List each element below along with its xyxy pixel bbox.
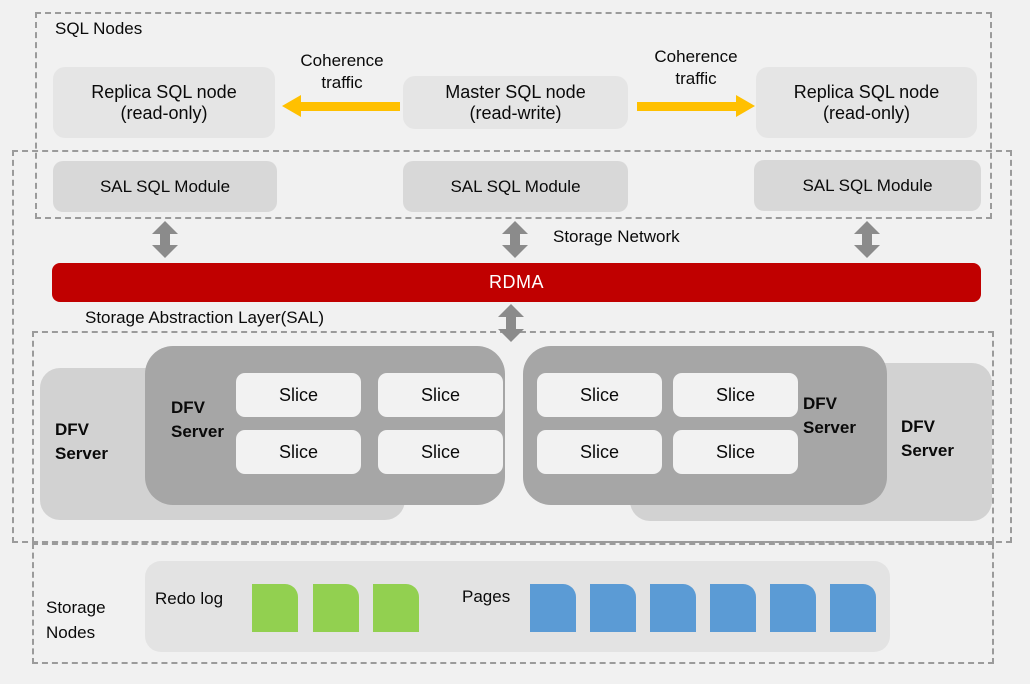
replica-right-subtitle: (read-only) xyxy=(822,102,911,123)
slice-label: Slice xyxy=(420,441,460,462)
slice-box: Slice xyxy=(673,430,798,474)
rdma-bar: RDMA xyxy=(52,263,981,302)
dfv-server-label: DFV Server xyxy=(803,394,856,437)
redo-log-block xyxy=(373,584,419,632)
dfv-server-dark-left: DFV Server Slice Slice Slice Slice xyxy=(145,346,505,505)
dfv-server-light-right-label: DFV Server xyxy=(901,417,954,460)
arrowhead-down xyxy=(152,245,178,258)
arrowhead-left xyxy=(282,95,301,117)
page-block xyxy=(530,584,576,632)
double-arrow-icon-rdma-dfv xyxy=(498,304,524,342)
arrow-shaft xyxy=(160,234,170,245)
slice-box: Slice xyxy=(378,373,503,417)
master-subtitle: (read-write) xyxy=(469,102,562,123)
slice-box: Slice xyxy=(537,430,662,474)
arrowhead-down xyxy=(502,245,528,258)
sql-nodes-group-label: SQL Nodes xyxy=(55,19,143,38)
page-block xyxy=(710,584,756,632)
page-block xyxy=(650,584,696,632)
storage-network-label: Storage Network xyxy=(553,227,680,246)
sql-nodes-group-outline xyxy=(35,12,992,219)
sal-layer-label: Storage Abstraction Layer(SAL) xyxy=(85,308,325,327)
coherence-traffic-label-right: Coherence traffic xyxy=(654,47,738,88)
page-block xyxy=(590,584,636,632)
arrowhead-down xyxy=(498,329,524,342)
slice-label: Slice xyxy=(420,384,460,405)
redo-log-block xyxy=(252,584,298,632)
dfv-server-light-left-label: DFV Server xyxy=(55,420,108,463)
master-sql-node: Master SQL node (read-write) xyxy=(403,76,628,129)
arrowhead-up xyxy=(152,221,178,234)
sal-module-label: SAL SQL Module xyxy=(802,175,933,195)
pages-label: Pages xyxy=(462,587,511,606)
slice-label: Slice xyxy=(715,441,755,462)
arrow-shaft xyxy=(862,234,872,245)
storage-nodes-group-outline xyxy=(32,543,994,664)
arrow-shaft xyxy=(301,101,400,111)
slice-box: Slice xyxy=(236,430,361,474)
double-arrow-icon-right xyxy=(854,221,880,258)
replica-right-title: Replica SQL node xyxy=(793,81,940,102)
slice-box: Slice xyxy=(673,373,798,417)
storage-nodes-label: Storage Nodes xyxy=(46,598,106,642)
redo-log-block xyxy=(313,584,359,632)
master-title: Master SQL node xyxy=(445,81,586,102)
dfv-server-label: DFV Server xyxy=(171,398,224,441)
double-arrow-icon-left xyxy=(152,221,178,258)
rdma-label: RDMA xyxy=(489,272,544,292)
redo-log-label: Redo log xyxy=(155,589,224,608)
slice-label: Slice xyxy=(278,384,318,405)
arrowhead-right xyxy=(736,95,755,117)
arrow-shaft xyxy=(506,317,516,329)
slice-label: Slice xyxy=(579,384,619,405)
sal-sql-module-left: SAL SQL Module xyxy=(53,161,277,212)
replica-left-subtitle: (read-only) xyxy=(120,102,208,123)
arrowhead-down xyxy=(854,245,880,258)
replica-sql-node-left: Replica SQL node (read-only) xyxy=(53,67,275,138)
arrowhead-up xyxy=(854,221,880,234)
sal-module-label: SAL SQL Module xyxy=(450,176,581,196)
sal-module-label: SAL SQL Module xyxy=(99,176,231,196)
sal-sql-module-middle: SAL SQL Module xyxy=(403,161,628,212)
slice-box: Slice xyxy=(378,430,503,474)
replica-sql-node-right: Replica SQL node (read-only) xyxy=(756,67,977,138)
slice-box: Slice xyxy=(236,373,361,417)
slice-label: Slice xyxy=(715,384,755,405)
sal-sql-module-right: SAL SQL Module xyxy=(754,160,981,211)
double-arrow-icon-middle xyxy=(502,221,528,258)
coherence-traffic-label-left: Coherence traffic xyxy=(300,51,384,92)
arrow-shaft xyxy=(510,234,520,245)
arrowhead-up xyxy=(502,221,528,234)
slice-label: Slice xyxy=(278,441,318,462)
page-block xyxy=(830,584,876,632)
slice-label: Slice xyxy=(579,441,619,462)
coherence-arrow-right-icon xyxy=(637,95,755,117)
coherence-arrow-left-icon xyxy=(282,95,400,117)
page-block xyxy=(770,584,816,632)
arrowhead-up xyxy=(498,304,524,317)
replica-left-title: Replica SQL node xyxy=(91,81,237,102)
slice-box: Slice xyxy=(537,373,662,417)
dfv-server-dark-right: Slice Slice Slice Slice DFV Server xyxy=(523,346,887,505)
arrow-shaft xyxy=(637,101,736,111)
